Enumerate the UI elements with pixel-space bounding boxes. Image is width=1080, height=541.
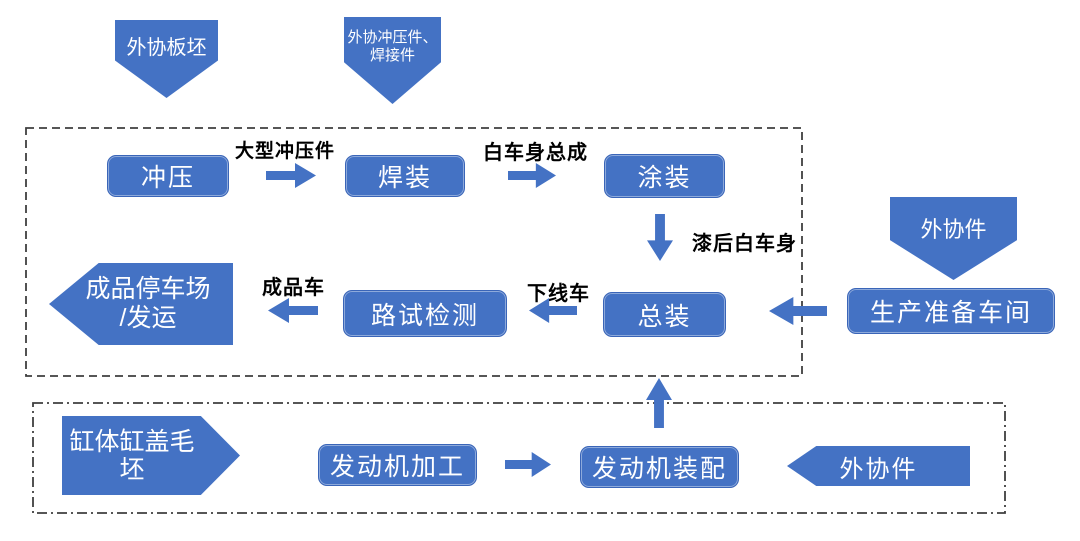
pentagon-outsourced-parts-right-label: 外协件 <box>920 217 987 242</box>
flow-label-body-in-white: 白车身总成 <box>483 142 588 164</box>
pentagon-outsourced-parts-engine-label: 外协件 <box>839 455 918 483</box>
node-stamping-label: 冲压 <box>140 164 195 192</box>
pentagon-cylinder-blank-line2: 坯 <box>119 455 145 484</box>
node-final-assembly-label: 总装 <box>637 302 692 331</box>
arrow-painting-to-assembly-icon <box>647 214 673 261</box>
arrow-machining-to-engine-assembly-icon <box>505 452 551 477</box>
node-engine-machining-label: 发动机加工 <box>329 453 465 481</box>
pentagon-outsourced-stampings-weldments: 外协冲压件、 焊接件 <box>344 17 441 104</box>
pentagon-outsourced-stampings-line1: 外协冲压件、 <box>347 29 438 46</box>
flow-label-offline-vehicle: 下线车 <box>527 283 590 305</box>
arrow-stamping-to-welding-icon <box>266 163 316 188</box>
node-road-test: 路试检测 <box>343 290 507 337</box>
pentagon-outsourced-parts-engine: 外协件 <box>787 446 970 486</box>
node-painting-label: 涂装 <box>637 164 692 192</box>
node-welding-label: 焊装 <box>377 164 432 192</box>
pentagon-finished-parking-line2: /发运 <box>119 304 177 332</box>
arrow-prep-to-assembly-icon <box>769 297 827 325</box>
node-final-assembly: 总装 <box>603 292 726 337</box>
node-engine-machining: 发动机加工 <box>318 444 477 486</box>
pentagon-outsourced-slab-label: 外协板坯 <box>126 37 207 59</box>
flow-label-painted-body: 漆后白车身 <box>692 233 797 255</box>
arrow-welding-to-painting-icon <box>508 163 556 188</box>
pentagon-finished-parking-line1: 成品停车场 <box>85 275 211 303</box>
pentagon-cylinder-blank: 缸体缸盖毛 坯 <box>62 416 240 495</box>
node-engine-assembly-label: 发动机装配 <box>591 455 727 483</box>
pentagon-cylinder-blank-line1: 缸体缸盖毛 <box>69 427 195 456</box>
pentagon-outsourced-parts-right: 外协件 <box>890 197 1017 280</box>
arrow-engine-to-assembly-icon <box>646 378 672 428</box>
pentagon-outsourced-slab: 外协板坯 <box>115 20 218 98</box>
node-painting: 涂装 <box>604 154 725 198</box>
node-stamping: 冲压 <box>107 155 229 197</box>
flow-label-large-stampings: 大型冲压件 <box>235 141 336 162</box>
node-production-prep-label: 生产准备车间 <box>869 299 1032 327</box>
pentagon-finished-parking-shipping: 成品停车场 /发运 <box>49 263 233 345</box>
node-production-prep: 生产准备车间 <box>847 288 1055 334</box>
node-road-test-label: 路试检测 <box>370 301 479 330</box>
pentagon-outsourced-stampings-line2: 焊接件 <box>369 47 415 64</box>
node-welding: 焊装 <box>345 155 465 197</box>
node-engine-assembly: 发动机装配 <box>580 446 739 488</box>
flow-label-finished-vehicle: 成品车 <box>262 277 325 299</box>
arrow-roadtest-to-parking-icon <box>268 298 318 323</box>
